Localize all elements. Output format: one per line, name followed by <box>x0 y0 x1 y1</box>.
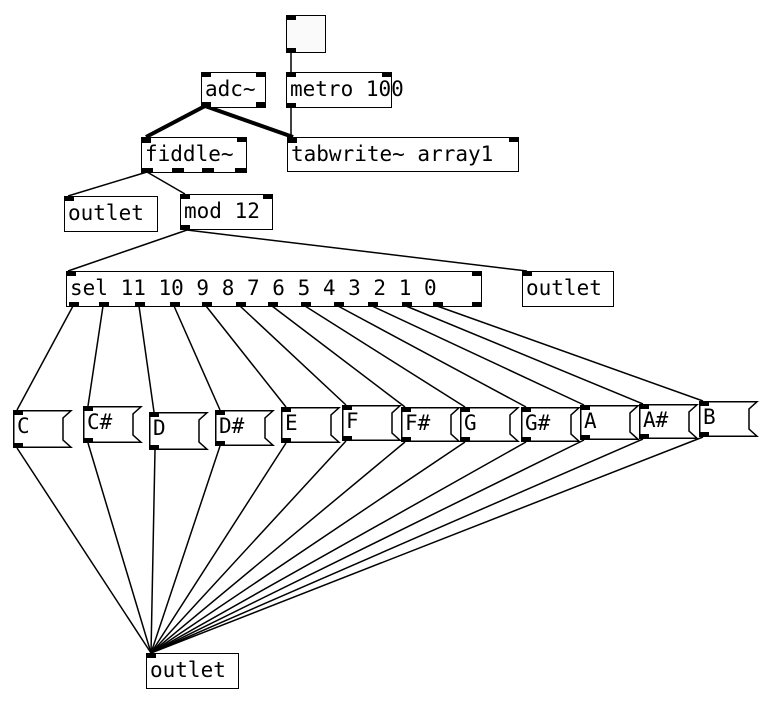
message-box-g-sharp[interactable]: G# <box>521 407 581 442</box>
cord-sel-f[interactable] <box>239 305 347 406</box>
message-box-c-sharp[interactable]: C# <box>83 406 143 443</box>
tabwrite-object[interactable]: tabwrite~ array1 <box>287 137 519 172</box>
message-label: F# <box>405 411 431 435</box>
fiddle-label: fiddle~ <box>145 142 234 166</box>
fiddle-object[interactable]: fiddle~ <box>141 137 247 173</box>
metro-label: metro 100 <box>290 77 404 101</box>
adc-object[interactable]: adc~ <box>201 72 266 108</box>
cord-fsharp-outlet[interactable] <box>150 441 406 654</box>
cord-sel-csharp[interactable] <box>87 305 104 407</box>
outlet-fiddle-object[interactable]: outlet <box>64 196 158 232</box>
message-label: C# <box>87 410 113 434</box>
message-box-b[interactable]: B <box>699 401 759 437</box>
cord-dsharp-outlet[interactable] <box>150 445 221 654</box>
message-label: D <box>153 416 166 440</box>
cord-f-outlet[interactable] <box>150 440 347 654</box>
adc-label: adc~ <box>205 77 256 101</box>
cord-csharp-outlet[interactable] <box>87 442 152 654</box>
message-label: B <box>703 405 716 429</box>
message-box-a-sharp[interactable]: A# <box>639 404 699 439</box>
message-label: G <box>464 411 477 435</box>
cord-fiddle-mod[interactable] <box>146 171 186 195</box>
cord-sel-d[interactable] <box>138 305 155 413</box>
cord-adc-fiddle[interactable] <box>145 104 206 139</box>
cord-e-outlet[interactable] <box>150 442 287 654</box>
cord-sel-gsharp[interactable] <box>337 305 527 408</box>
mod-label: mod 12 <box>184 199 260 223</box>
outlet-mod-object[interactable]: outlet <box>522 271 614 307</box>
cord-mod-outlet[interactable] <box>186 229 528 272</box>
mod-object[interactable]: mod 12 <box>180 194 273 230</box>
cord-g-outlet[interactable] <box>150 441 466 654</box>
outlet-fiddle-label: outlet <box>68 201 144 225</box>
cord-c-outlet[interactable] <box>16 447 152 654</box>
message-box-g[interactable]: G <box>460 407 520 442</box>
message-box-c[interactable]: C <box>13 410 73 448</box>
cord-sel-fsharp[interactable] <box>271 305 406 408</box>
message-box-f-sharp[interactable]: F# <box>401 407 461 442</box>
message-box-d[interactable]: D <box>149 412 209 450</box>
tabwrite-label: tabwrite~ array1 <box>291 142 494 166</box>
cord-sel-e[interactable] <box>205 305 287 408</box>
message-box-d-sharp[interactable]: D# <box>215 410 275 446</box>
cord-fiddle-outlet[interactable] <box>67 171 148 197</box>
metro-object[interactable]: metro 100 <box>286 72 404 108</box>
message-label: G# <box>525 411 551 435</box>
cord-sel-b[interactable] <box>436 305 704 402</box>
outlet-mod-label: outlet <box>526 276 602 300</box>
cord-gsharp-outlet[interactable] <box>150 441 527 654</box>
cord-sel-dsharp[interactable] <box>173 305 221 411</box>
cord-sel-c[interactable] <box>16 305 74 411</box>
cord-a-outlet[interactable] <box>150 439 585 654</box>
outlet-notes-object[interactable]: outlet <box>146 653 239 689</box>
bang-button[interactable] <box>286 15 326 53</box>
message-box-a[interactable]: A <box>580 405 640 440</box>
message-label: A <box>584 409 597 433</box>
cord-sel-a[interactable] <box>371 305 585 406</box>
cord-mod-sel[interactable] <box>67 229 188 272</box>
message-label: C <box>17 414 30 438</box>
message-label: A# <box>643 408 669 432</box>
sel-label: sel 11 10 9 8 7 6 5 4 3 2 1 0 <box>70 276 437 300</box>
message-box-f[interactable]: F <box>342 405 402 441</box>
sel-object[interactable]: sel 11 10 9 8 7 6 5 4 3 2 1 0 <box>66 271 482 307</box>
message-box-e[interactable]: E <box>281 407 341 443</box>
message-label: D# <box>219 414 245 438</box>
outlet-notes-label: outlet <box>150 658 226 682</box>
cord-sel-g[interactable] <box>304 305 466 408</box>
cord-sel-asharp[interactable] <box>405 305 644 405</box>
cord-b-outlet[interactable] <box>150 436 704 654</box>
cord-d-outlet[interactable] <box>150 449 156 654</box>
cord-adc-tabwrite[interactable] <box>204 104 294 139</box>
message-label: F <box>346 409 359 433</box>
message-label: E <box>285 411 298 435</box>
cord-asharp-outlet[interactable] <box>150 438 644 654</box>
